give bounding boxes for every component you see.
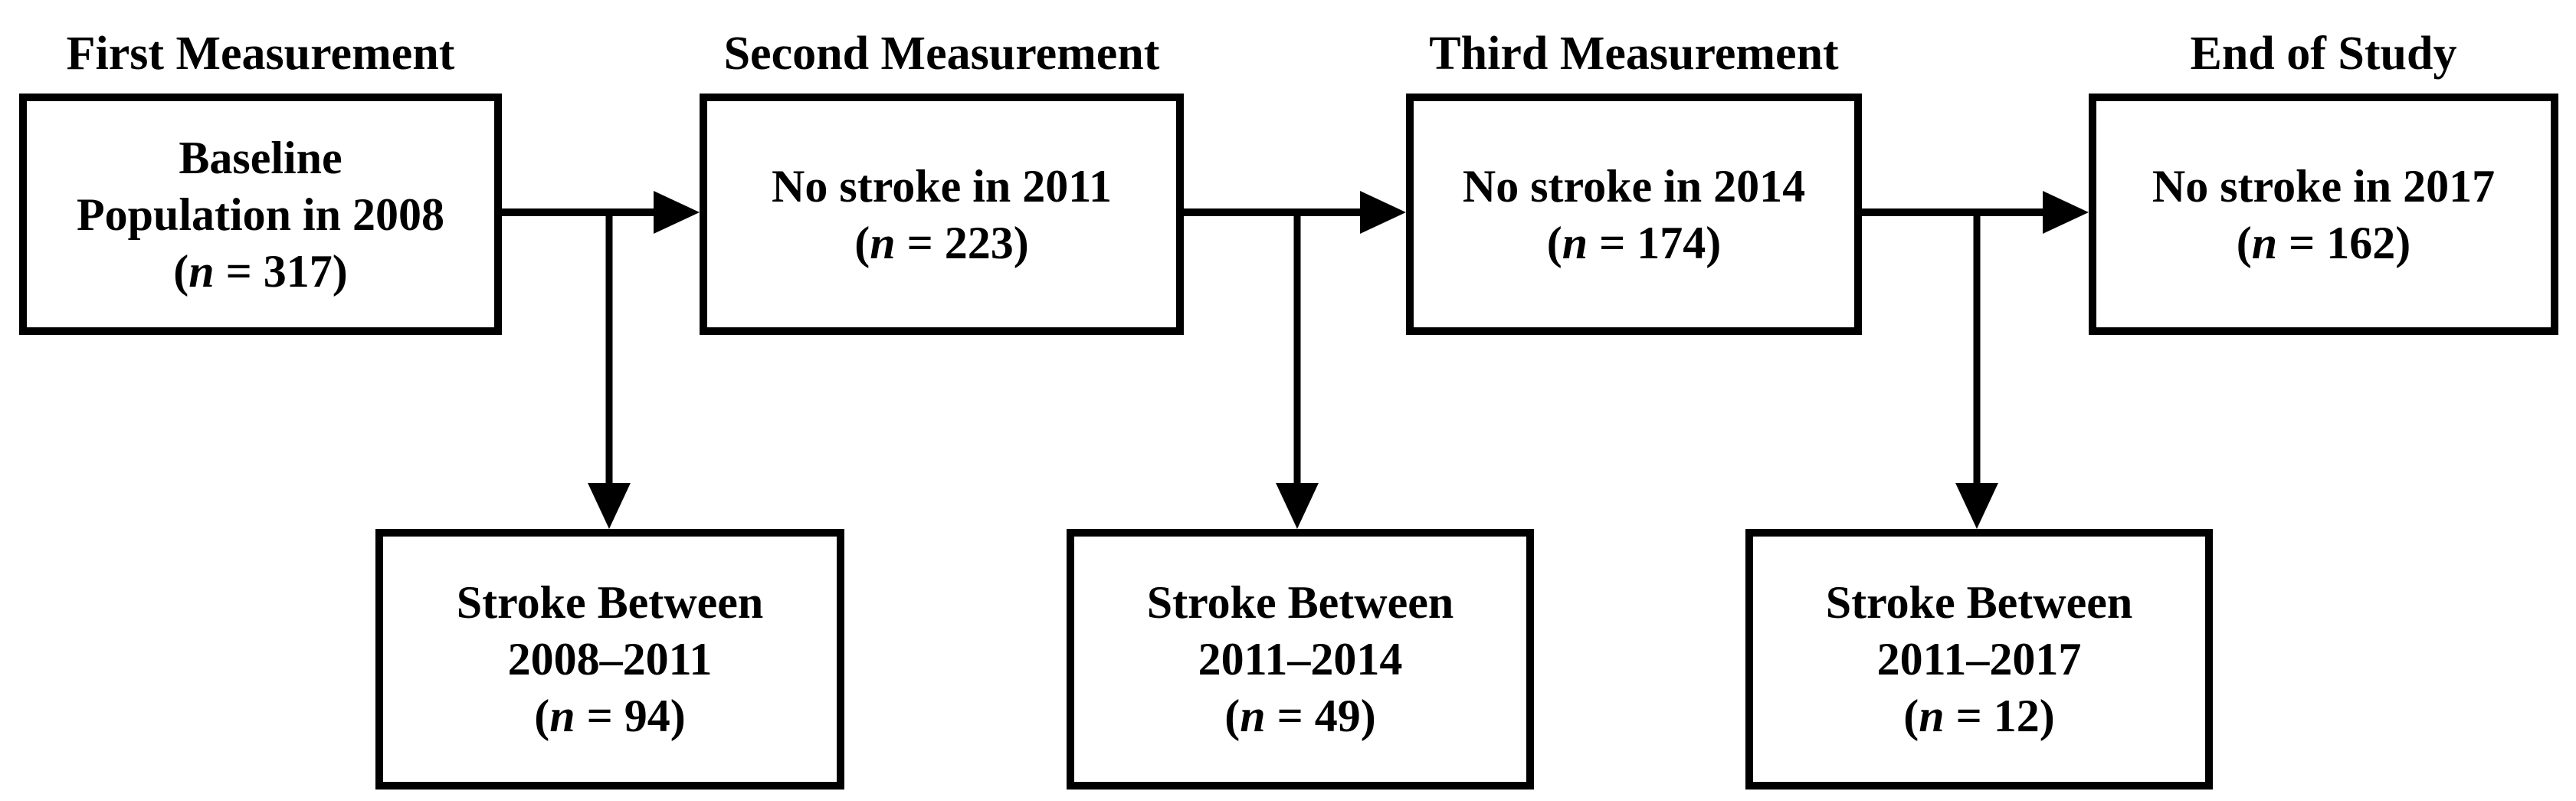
n-open-paren: ( (173, 245, 189, 297)
n-value-text: = 94) (575, 691, 686, 741)
n-value-text: = 49) (1265, 691, 1376, 741)
box-text-line: 2011–2017 (1876, 634, 2082, 684)
box-stroke-between-2008-2011: Stroke Between 2008–2011 (n = 94) (375, 529, 844, 790)
box-text-line: Stroke Between (1146, 577, 1454, 628)
column-header-first-measurement: First Measurement (66, 28, 455, 80)
box-no-stroke-2014: No stroke in 2014 (n = 174) (1406, 94, 1862, 335)
n-count-line: (n = 49) (1224, 688, 1376, 744)
arrowhead-down-stroke-2011-2017-icon (1955, 483, 1998, 529)
box-baseline-population-2008: Baseline Population in 2008 (n = 317) (19, 94, 502, 335)
n-open-paren: ( (1224, 691, 1240, 741)
n-value-text: = 223) (895, 217, 1029, 268)
n-value-text: = 317) (214, 245, 348, 297)
n-open-paren: ( (534, 691, 550, 741)
n-count-line: (n = 317) (173, 243, 348, 300)
box-text-line: Population in 2008 (76, 189, 445, 240)
arrowhead-down-stroke-2008-2011-icon (588, 483, 631, 529)
n-value-text: = 162) (2277, 217, 2411, 268)
n-symbol: n (549, 691, 575, 741)
n-symbol: n (2251, 217, 2278, 268)
box-text-line: No stroke in 2011 (772, 160, 1112, 212)
n-count-line: (n = 162) (2237, 215, 2411, 271)
n-symbol: n (1240, 691, 1266, 741)
box-stroke-between-2011-2014: Stroke Between 2011–2014 (n = 49) (1067, 529, 1534, 790)
box-stroke-between-2011-2017: Stroke Between 2011–2017 (n = 12) (1745, 529, 2213, 790)
column-header-second-measurement: Second Measurement (723, 28, 1160, 80)
box-text-line: No stroke in 2017 (2152, 160, 2496, 212)
column-header-end-of-study: End of Study (2190, 28, 2457, 80)
n-symbol: n (870, 217, 896, 268)
n-value-text: = 12) (1944, 691, 2055, 741)
n-count-line: (n = 223) (854, 215, 1029, 271)
arrowhead-down-stroke-2011-2014-icon (1276, 483, 1319, 529)
box-text-line: No stroke in 2014 (1462, 160, 1806, 212)
box-no-stroke-2017: No stroke in 2017 (n = 162) (2089, 94, 2558, 335)
arrowhead-right-2014-to-2017-icon (2043, 191, 2089, 234)
arrowhead-right-2008-to-2011-icon (654, 191, 700, 234)
n-open-paren: ( (854, 217, 870, 268)
n-open-paren: ( (2236, 217, 2252, 268)
arrowhead-right-2011-to-2014-icon (1360, 191, 1406, 234)
n-symbol: n (1919, 691, 1945, 741)
n-open-paren: ( (1903, 691, 1919, 741)
n-count-line: (n = 174) (1547, 215, 1722, 271)
n-open-paren: ( (1546, 217, 1562, 268)
n-count-line: (n = 12) (1903, 688, 2055, 744)
n-symbol: n (188, 245, 215, 297)
n-count-line: (n = 94) (534, 688, 686, 744)
box-text-line: Stroke Between (1825, 577, 2133, 628)
box-text-line: Baseline (179, 132, 342, 183)
n-symbol: n (1562, 217, 1588, 268)
n-value-text: = 174) (1588, 217, 1722, 268)
box-no-stroke-2011: No stroke in 2011 (n = 223) (700, 94, 1184, 335)
box-text-line: 2008–2011 (507, 634, 713, 684)
column-header-third-measurement: Third Measurement (1429, 28, 1839, 80)
box-text-line: Stroke Between (456, 577, 764, 628)
box-text-line: 2011–2014 (1198, 634, 1403, 684)
